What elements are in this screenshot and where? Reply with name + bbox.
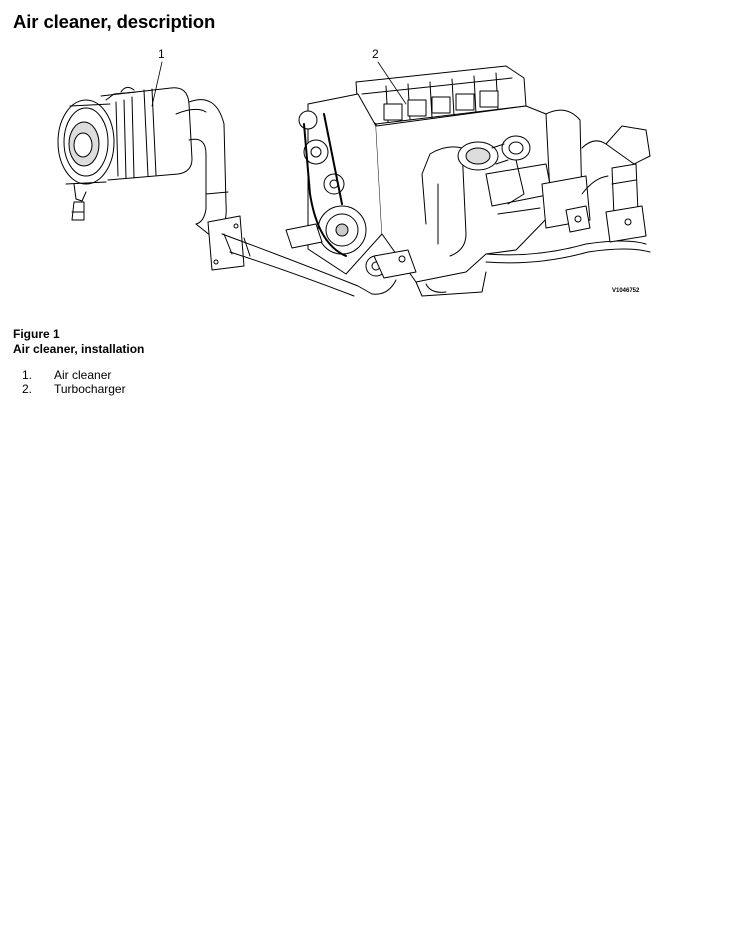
callout-number-1: 1 (158, 47, 165, 61)
callout-leader-1 (151, 61, 163, 107)
legend-item: 2. Turbocharger (22, 381, 126, 397)
legend-number: 1. (22, 368, 33, 382)
engine-illustration: 1 2 V1046752 (46, 44, 666, 300)
figure-legend: 1. Air cleaner 2. Turbocharger (22, 368, 126, 397)
figure-caption: Figure 1 Air cleaner, installation (13, 327, 144, 356)
engine-drawing (285, 65, 651, 297)
image-code: V1046752 (612, 288, 640, 294)
turbocharger-drawing (457, 135, 531, 205)
legend-number: 2. (22, 381, 33, 396)
air-cleaner-drawing (57, 86, 207, 221)
callout-leader-2 (377, 61, 407, 105)
legend-label: Turbocharger (54, 381, 126, 396)
legend-item: 1. Air cleaner (22, 368, 126, 383)
legend-label: Air cleaner (54, 368, 112, 382)
figure-number: Figure 1 (13, 327, 60, 341)
callout-number-2: 2 (372, 47, 379, 61)
page-title: Air cleaner, description (13, 11, 216, 32)
intake-hose-drawing (188, 99, 397, 297)
figure-title: Air cleaner, installation (13, 341, 145, 356)
